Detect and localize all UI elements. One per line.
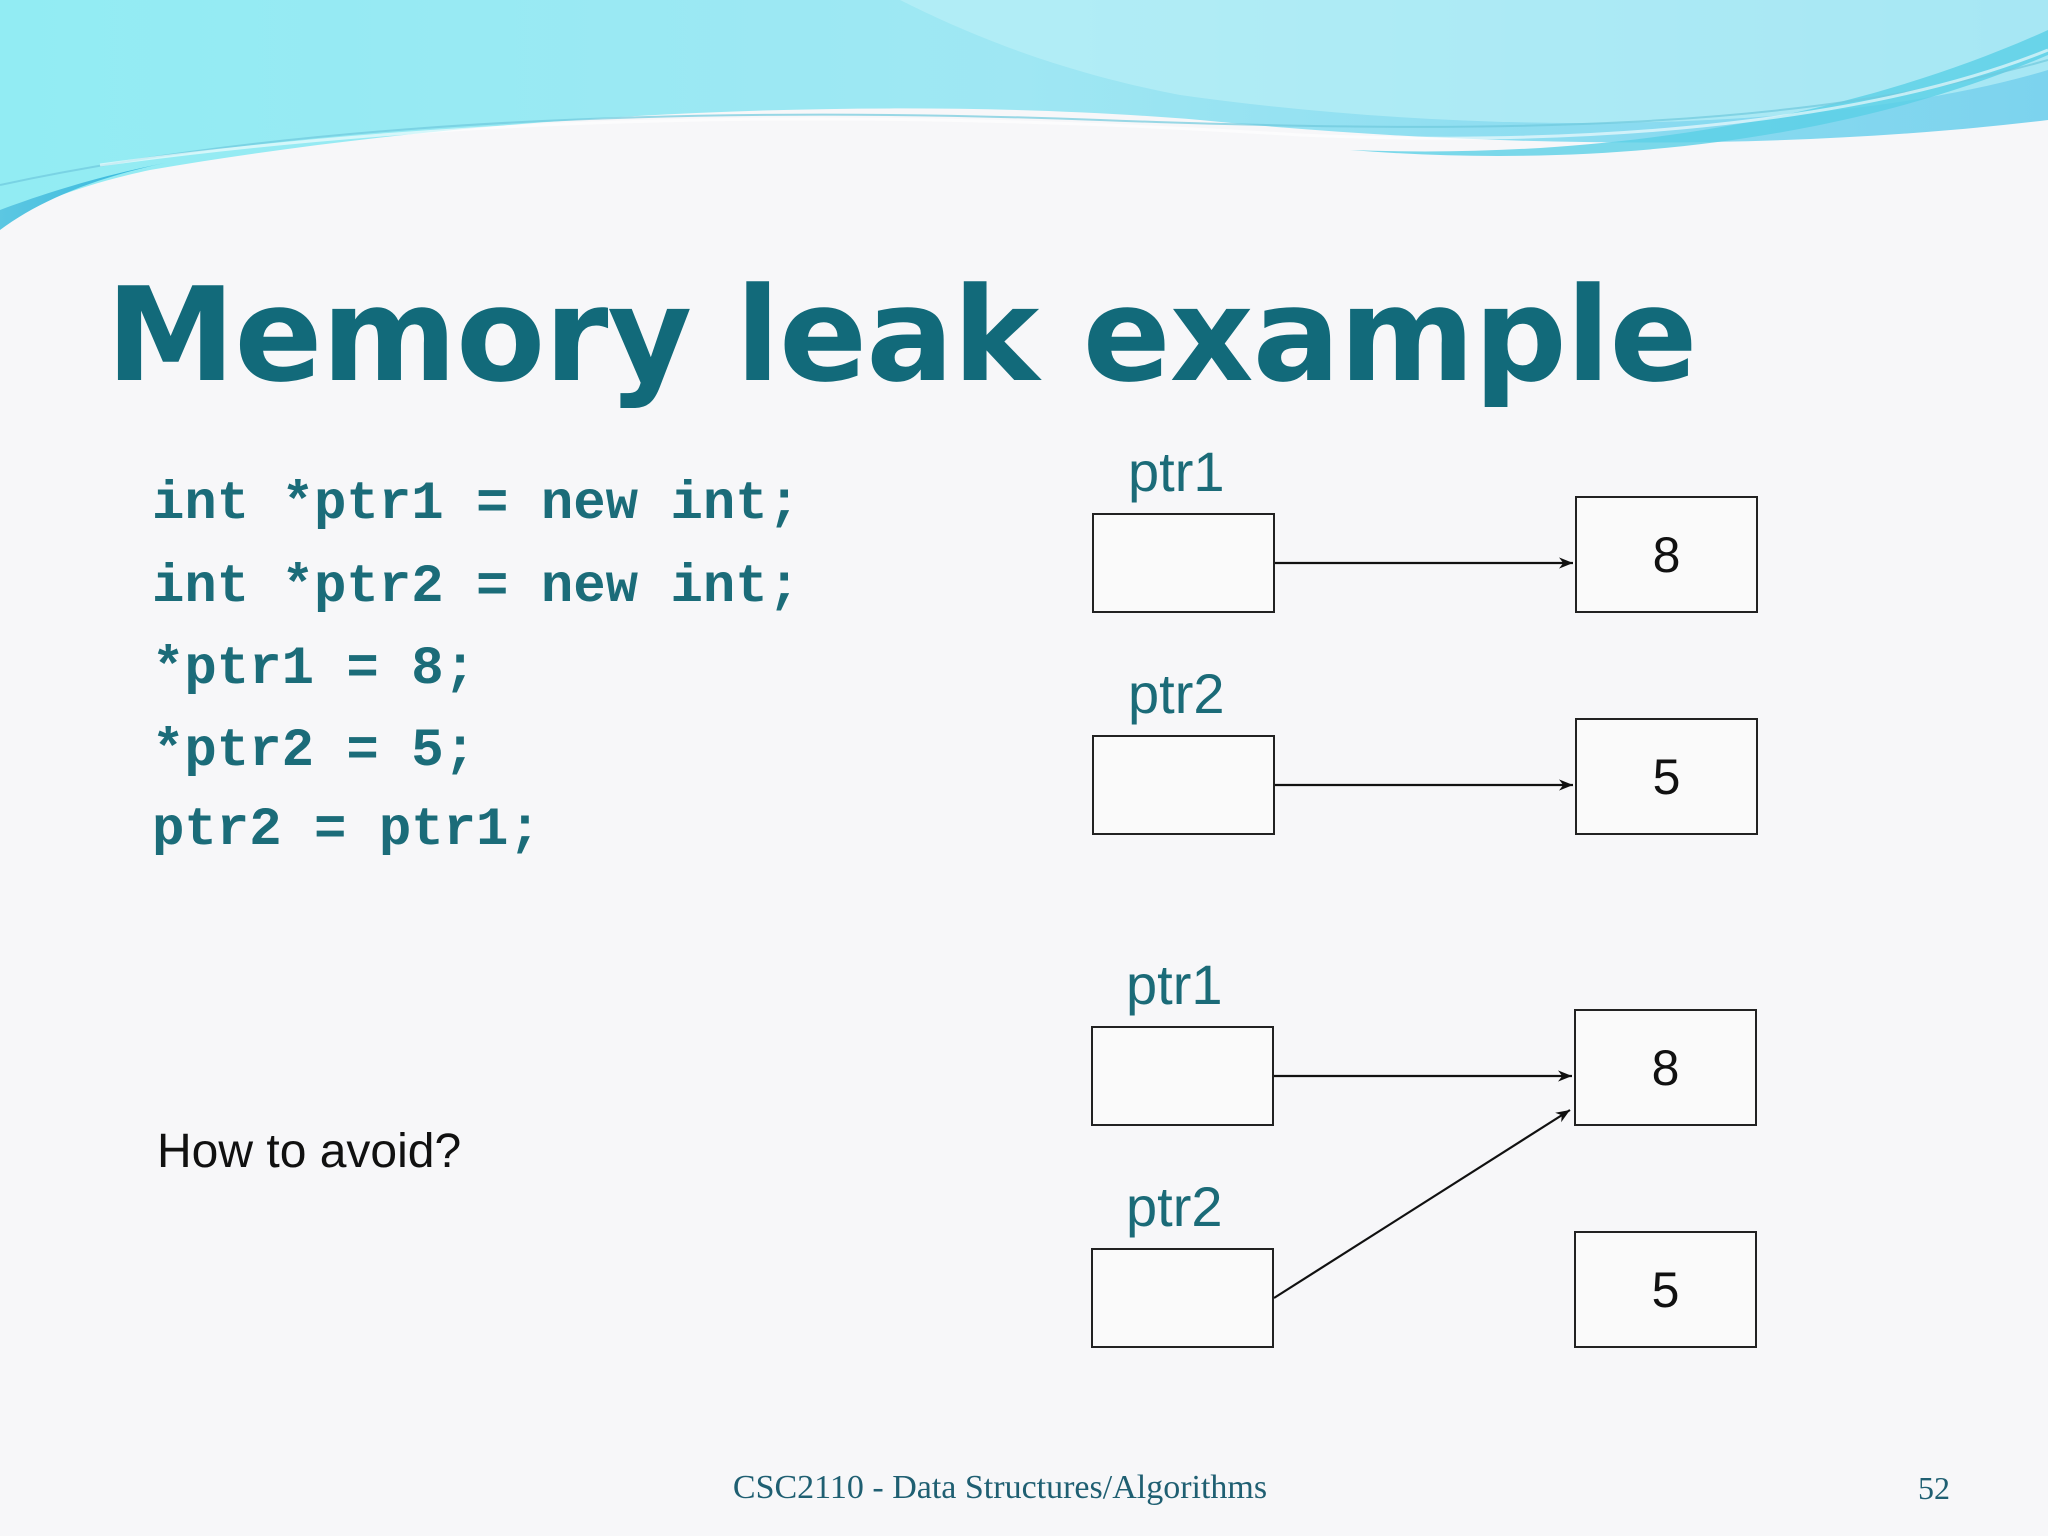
ptr1-label: ptr1 <box>1128 440 1225 503</box>
ptr1-box <box>1092 513 1275 613</box>
slide-title: Memory leak example <box>106 259 1698 411</box>
value-5: 5 <box>1652 748 1681 805</box>
code-line-1: int *ptr1 = new int; <box>152 474 801 535</box>
value-5: 5 <box>1651 1261 1680 1318</box>
value-box-8: 8 <box>1574 1009 1757 1126</box>
value-8: 8 <box>1651 1039 1680 1096</box>
ptr2-box <box>1091 1248 1274 1348</box>
ptr2-label: ptr2 <box>1128 662 1225 725</box>
ptr2-box <box>1092 735 1275 835</box>
top-wave-decoration <box>0 0 2048 230</box>
code-line-4: *ptr2 = 5; <box>152 721 477 782</box>
ptr1-label: ptr1 <box>1126 953 1223 1016</box>
footer-course-name: CSC2110 - Data Structures/Algorithms <box>732 1469 1268 1506</box>
value-8: 8 <box>1652 526 1681 583</box>
question-text: How to avoid? <box>157 1125 462 1178</box>
code-line-2: int *ptr2 = new int; <box>152 557 801 618</box>
value-box-8: 8 <box>1575 496 1758 613</box>
code-line-5: ptr2 = ptr1; <box>152 800 541 861</box>
ptr2-label: ptr2 <box>1126 1175 1223 1238</box>
arrow-ptr2-to-8-after <box>1273 1109 1571 1299</box>
page-number: 52 <box>1918 1470 1950 1506</box>
code-line-3: *ptr1 = 8; <box>152 639 477 700</box>
ptr1-box <box>1091 1026 1274 1126</box>
value-box-5-leaked: 5 <box>1574 1231 1757 1348</box>
value-box-5: 5 <box>1575 718 1758 835</box>
